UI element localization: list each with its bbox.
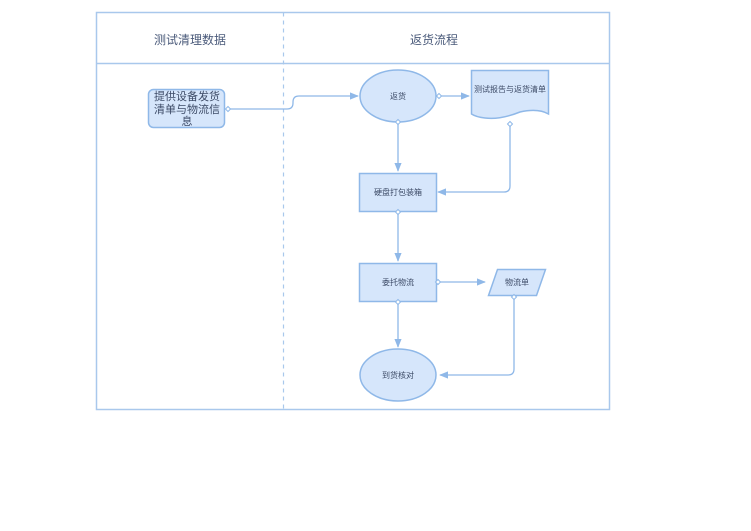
node-provide-info-line-2: 清单与物流信 <box>154 102 220 116</box>
node-report-doc[interactable]: 测试报告与返货清单 <box>470 69 550 120</box>
node-arrival-check[interactable]: 到货核对 <box>359 348 437 402</box>
node-arrival-check-label: 到货核对 <box>382 370 414 380</box>
port-return-bottom <box>394 118 402 126</box>
port-waybill-bottom <box>510 293 518 301</box>
edge-provide-to-return <box>229 92 359 110</box>
node-waybill-shape <box>487 268 547 297</box>
edges <box>229 92 515 379</box>
node-provide-info-line-1: 提供设备发货 <box>154 89 220 103</box>
port-entrust-right <box>434 278 442 286</box>
node-report-doc-shape <box>470 69 550 120</box>
outer-frame <box>95 11 611 411</box>
node-arrival-check-shape <box>359 348 437 402</box>
node-return-goods-label: 返货 <box>390 91 406 101</box>
edge-report-to-pack <box>437 126 511 196</box>
node-entrust-logistics[interactable]: 委托物流 <box>358 262 438 303</box>
node-provide-info-shape <box>147 88 226 129</box>
port-return-right <box>435 92 443 100</box>
node-pack-disk-label: 硬盘打包装箱 <box>374 187 422 197</box>
port-pack-bottom <box>394 208 402 216</box>
node-report-doc-label: 测试报告与返货清单 <box>474 84 546 94</box>
lane-title-test-data: 测试清理数据 <box>154 32 226 47</box>
lane-title-return-process: 返货流程 <box>410 32 458 47</box>
node-entrust-logistics-label: 委托物流 <box>382 277 414 287</box>
connection-ports <box>224 92 518 306</box>
node-waybill-label: 物流单 <box>505 277 529 287</box>
edge-waybill-to-arrival <box>439 297 515 379</box>
node-provide-info[interactable]: 提供设备发货 清单与物流信 息 <box>147 88 226 129</box>
port-report-bottom <box>506 120 514 128</box>
port-provide-right <box>224 105 232 113</box>
node-provide-info-line-3: 息 <box>182 114 193 128</box>
node-return-goods[interactable]: 返货 <box>359 69 437 123</box>
node-pack-disk[interactable]: 硬盘打包装箱 <box>358 172 438 213</box>
swimlane-frame <box>95 11 611 411</box>
port-entrust-bottom <box>394 298 402 306</box>
node-waybill[interactable]: 物流单 <box>487 268 547 297</box>
